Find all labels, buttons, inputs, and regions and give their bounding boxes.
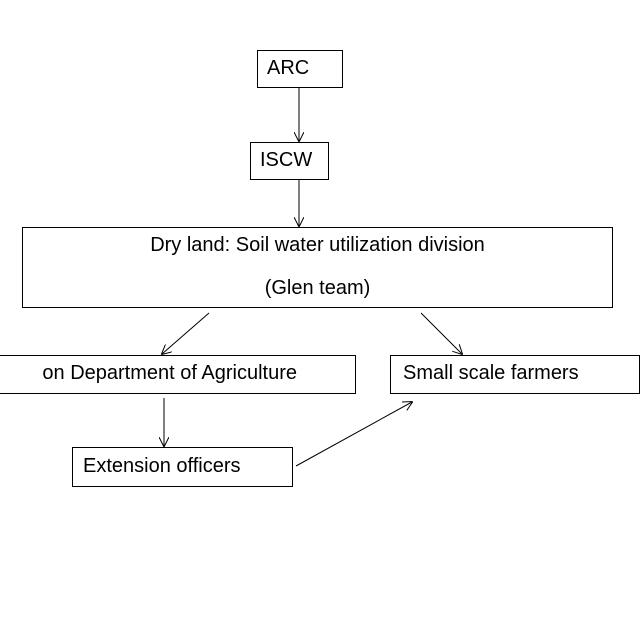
- node-arc: ARC: [257, 50, 343, 88]
- edge-extension-to-farmers: [295, 402, 412, 467]
- node-department-of-agriculture: on Department of Agriculture: [0, 355, 356, 394]
- node-extension-officers: Extension officers: [72, 447, 293, 487]
- node-small-scale-farmers: Small scale farmers: [390, 355, 640, 394]
- node-arc-label: ARC: [267, 57, 310, 79]
- node-iscw: ISCW: [250, 142, 329, 180]
- node-dryland-division: Dry land: Soil water utilization divisio…: [22, 227, 613, 308]
- node-dryland-title: Dry land: Soil water utilization divisio…: [150, 234, 485, 256]
- node-extension-label: Extension officers: [83, 455, 241, 477]
- node-dryland-subtitle: (Glen team): [264, 277, 371, 299]
- edge-dryland-to-farmers: [420, 312, 462, 354]
- node-iscw-label: ISCW: [260, 149, 313, 171]
- node-farmers-label: Small scale farmers: [403, 362, 579, 384]
- node-dept-label: on Department of Agriculture: [42, 362, 297, 384]
- edge-dryland-to-dept: [162, 312, 210, 354]
